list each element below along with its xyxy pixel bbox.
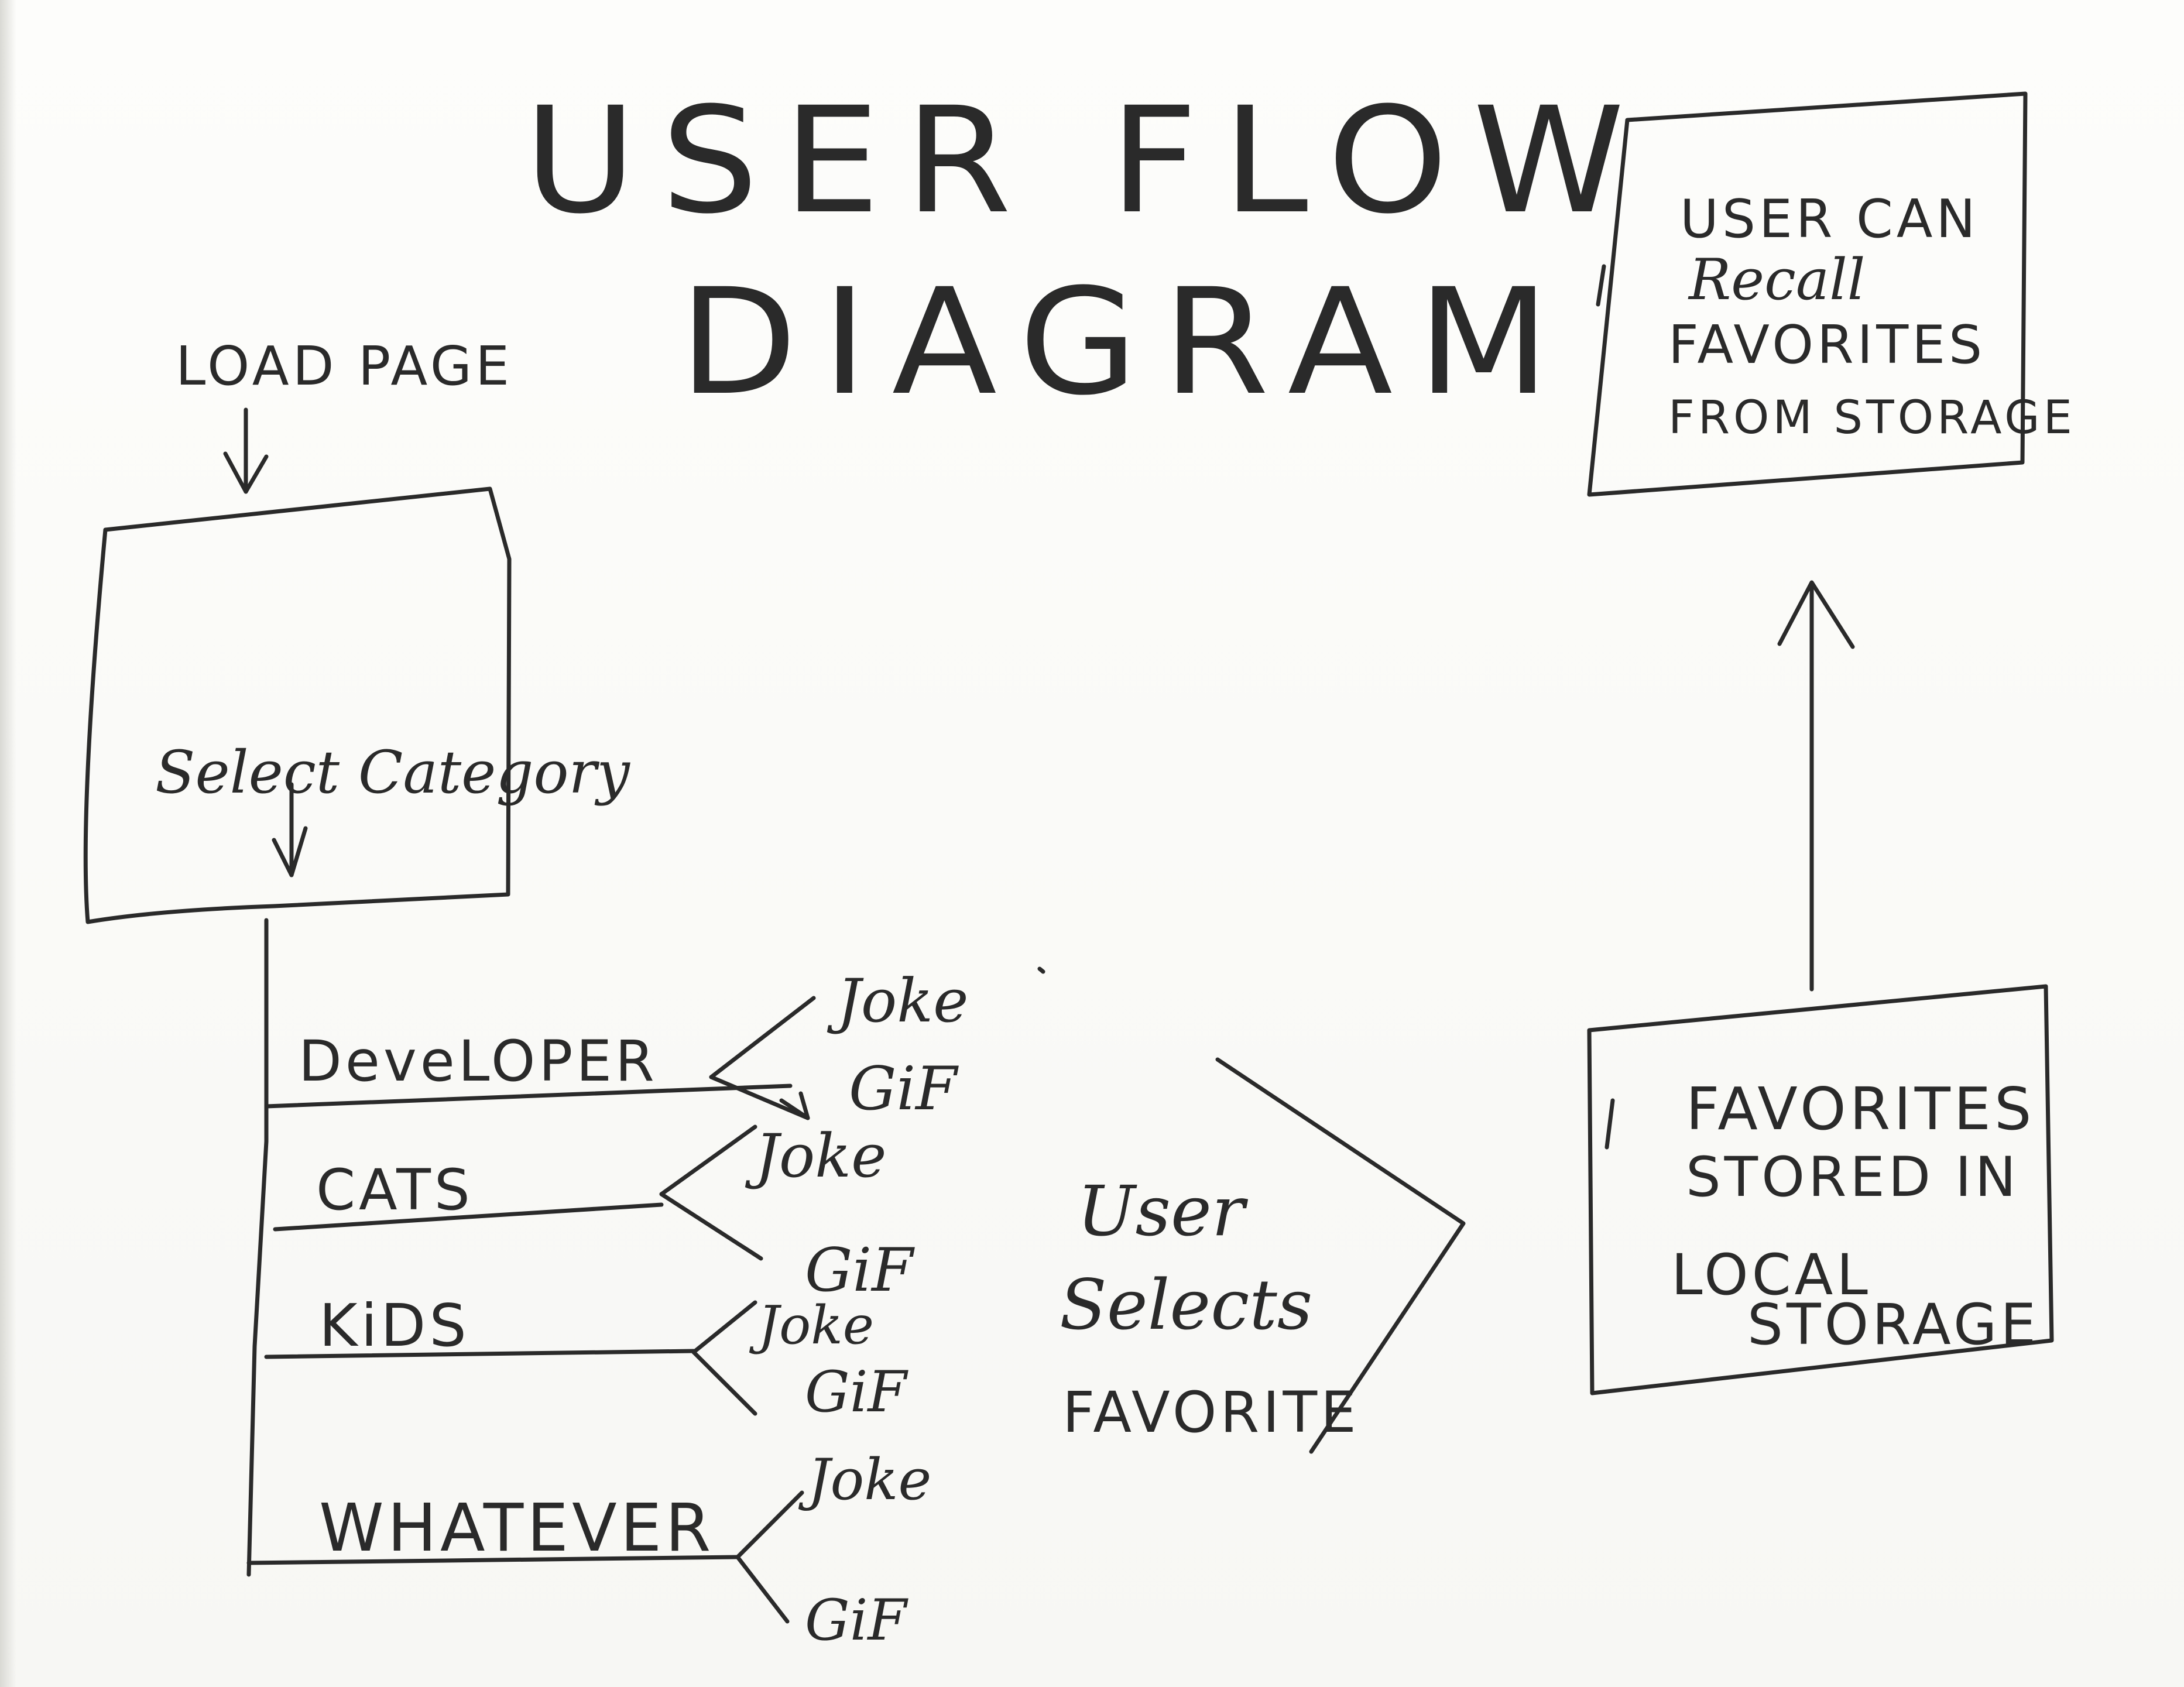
load-page-label: LOAD PAGE xyxy=(176,335,513,397)
whatever-option-gif: GiF xyxy=(805,1587,907,1653)
whatever-underline xyxy=(246,1555,740,1565)
category-whatever: WHATEVER xyxy=(319,1490,715,1566)
whatever-option-joke: Joke xyxy=(808,1447,932,1513)
cats-option-joke: Joke xyxy=(755,1122,887,1191)
recall-box-notch xyxy=(1596,264,1606,307)
developer-branch-gif xyxy=(709,1075,810,1120)
whatever-branch-gif xyxy=(735,1555,790,1624)
user-selects-line1: User xyxy=(1077,1171,1245,1251)
storage-box-line3: LOCAL xyxy=(1671,1242,1871,1308)
storage-box-line1: FAVORITES xyxy=(1686,1075,2035,1143)
developer-option-joke: Joke xyxy=(837,966,969,1036)
select-category-box xyxy=(83,486,512,924)
cats-underline xyxy=(273,1202,664,1232)
user-selects-line2: Selects xyxy=(1060,1264,1313,1345)
developer-branch-joke xyxy=(709,996,816,1079)
storage-box-notch xyxy=(1604,1098,1615,1150)
recall-box xyxy=(1587,91,2028,497)
load-page-arrowhead xyxy=(223,451,269,494)
storage-box-line2: STORED IN xyxy=(1686,1146,2020,1209)
cats-branch-gif xyxy=(659,1192,763,1261)
stray-mark xyxy=(1037,966,1045,974)
storage-to-recall-arrowhead xyxy=(1777,580,1855,649)
diagram-title-line1: USER FLOW xyxy=(524,76,1650,246)
kids-branch-gif xyxy=(691,1350,757,1416)
cats-option-gif: GiF xyxy=(805,1236,913,1305)
favorite-chevron xyxy=(1215,1057,1466,1454)
kids-option-joke: Joke xyxy=(758,1295,875,1356)
category-trunk xyxy=(246,918,269,1577)
cats-branch-joke xyxy=(659,1124,757,1196)
developer-branch-gif-head xyxy=(779,1091,810,1120)
diagram-title-line2: DIAGRAM xyxy=(679,257,1575,427)
kids-underline xyxy=(264,1349,696,1359)
recall-box-line4: FROM STORAGE xyxy=(1668,392,2076,444)
category-kids: KiDS xyxy=(319,1291,470,1360)
recall-box-line1: USER CAN xyxy=(1680,188,1979,250)
developer-underline xyxy=(264,1083,793,1109)
developer-option-gif: GiF xyxy=(849,1054,957,1124)
recall-box-line3: FAVORITES xyxy=(1668,314,1986,376)
user-selects-line3: FAVORITE xyxy=(1062,1380,1360,1445)
whatever-branch-joke xyxy=(735,1490,804,1559)
kids-branch-joke xyxy=(691,1300,757,1355)
recall-box-line2: Recall xyxy=(1689,247,1866,313)
select-category-label: Select Category xyxy=(155,738,630,807)
kids-option-gif: GiF xyxy=(805,1359,907,1425)
paper-edge-shadow xyxy=(0,0,16,1687)
category-developer: DeveLOPER xyxy=(299,1028,658,1094)
category-cats: CATS xyxy=(316,1157,474,1223)
storage-box-line4: STORAGE xyxy=(1747,1292,2039,1357)
select-category-arrowhead xyxy=(272,826,308,877)
favorites-storage-box xyxy=(1587,984,2054,1395)
